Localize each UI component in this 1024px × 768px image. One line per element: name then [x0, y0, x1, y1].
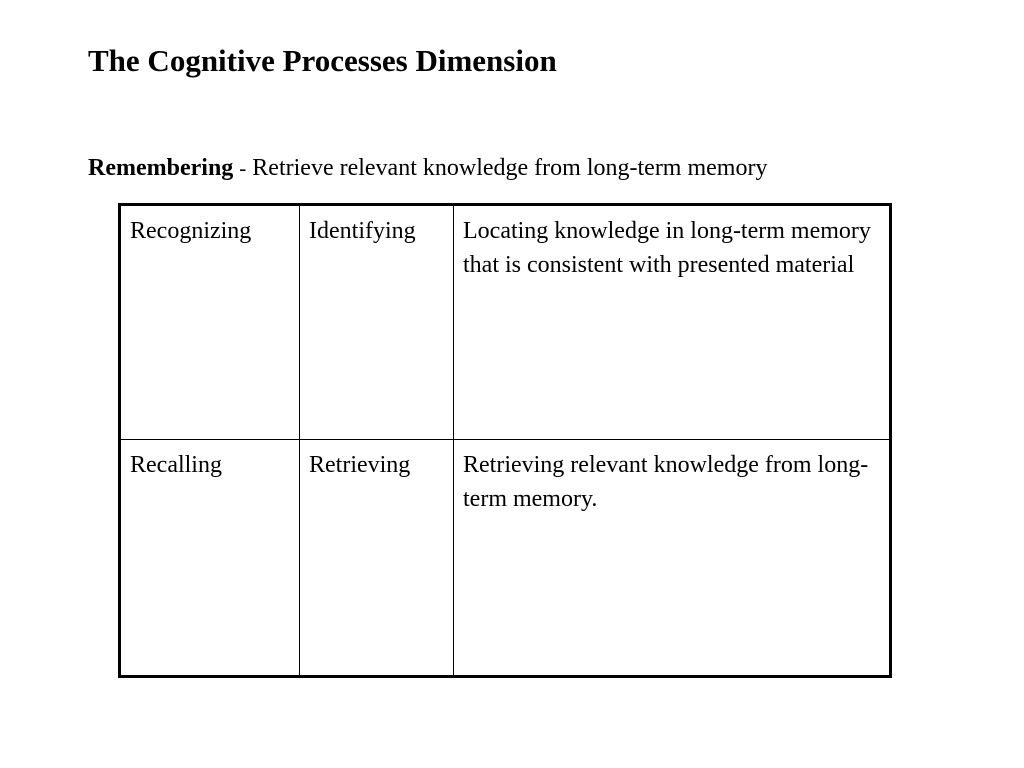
cognitive-process-table: Recognizing Identifying Locating knowled…: [118, 203, 892, 678]
category-term: Remembering: [88, 155, 234, 181]
category-heading: Remembering - Retrieve relevant knowledg…: [88, 152, 767, 184]
description-cell: Locating knowledge in long-term memory t…: [453, 204, 891, 440]
category-definition: Retrieve relevant knowledge from long-te…: [252, 155, 768, 181]
category-separator: -: [239, 156, 247, 180]
table-row: Recognizing Identifying Locating knowled…: [119, 204, 891, 440]
alternative-name-cell: Retrieving: [299, 439, 454, 677]
table-row: Recalling Retrieving Retrieving relevant…: [119, 439, 891, 677]
description-cell: Retrieving relevant knowledge from long-…: [453, 439, 891, 677]
process-name-cell: Recognizing: [119, 204, 300, 440]
process-name-cell: Recalling: [119, 439, 300, 677]
alternative-name-cell: Identifying: [299, 204, 454, 440]
slide-title: The Cognitive Processes Dimension: [88, 43, 557, 78]
